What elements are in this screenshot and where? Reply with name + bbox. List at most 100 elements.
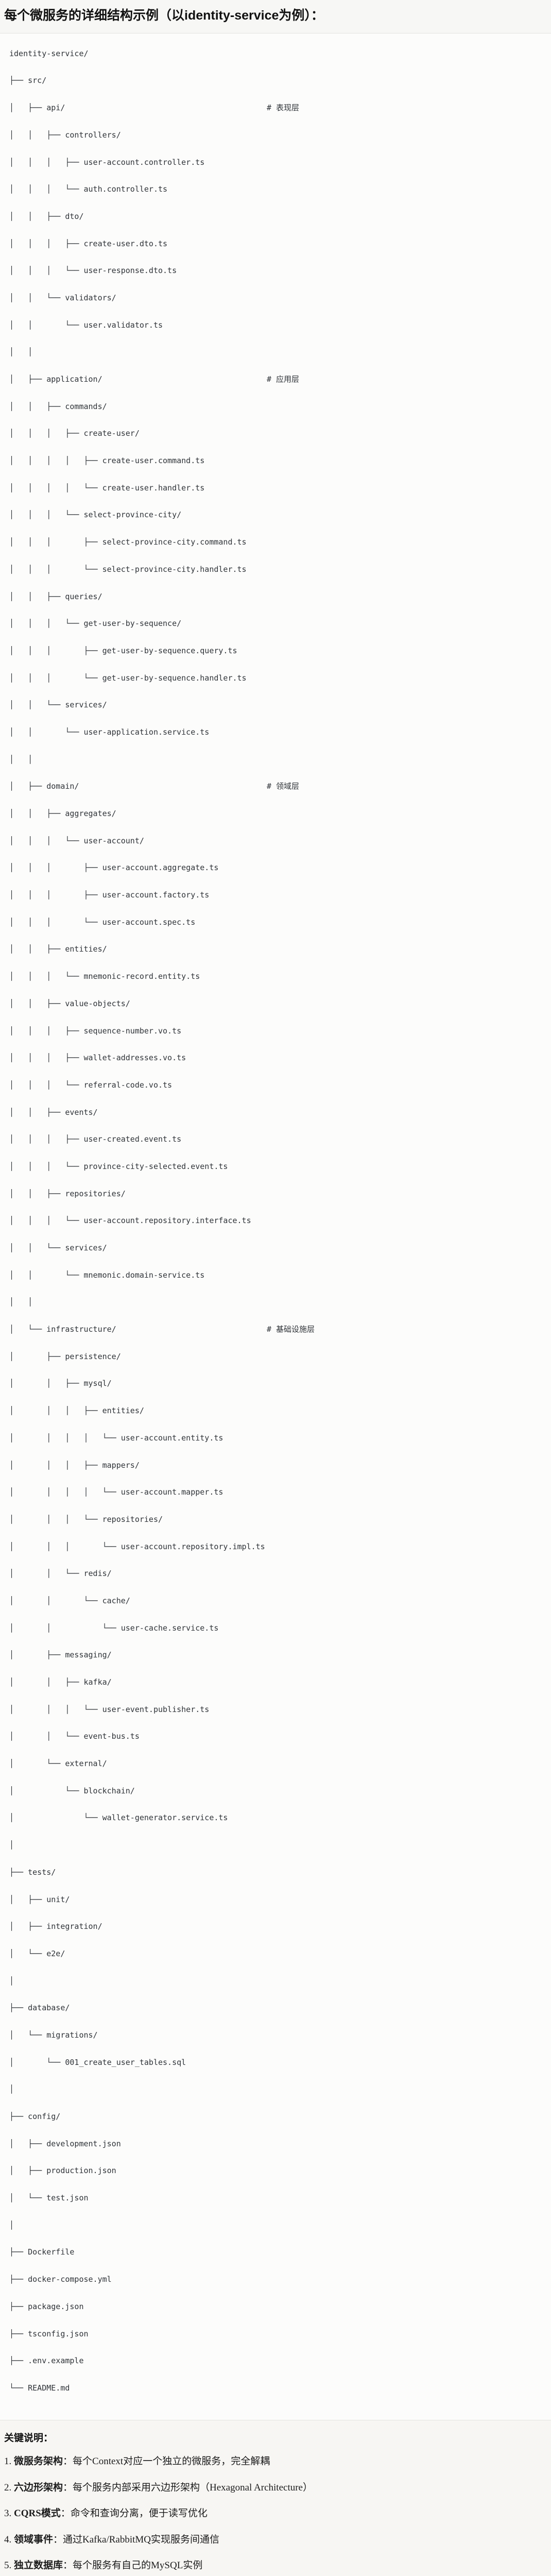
tree-row-path: │ │ │ ├── user-created.event.ts xyxy=(9,1134,182,1144)
tree-row: │ │ │ └── mnemonic-record.entity.ts xyxy=(9,970,546,983)
tree-row-comment: # 基础设施层 xyxy=(267,1325,315,1334)
tree-row: │ │ │ ├── user-account.factory.ts xyxy=(9,888,546,902)
tree-row: ├── config/ xyxy=(9,2110,546,2123)
tree-row-path: └── README.md xyxy=(9,2383,70,2393)
tree-row-path: │ ├── production.json xyxy=(9,2166,116,2176)
tree-row-path: │ │ ├── dto/ xyxy=(9,211,84,221)
tree-row: │ │ └── validators/ xyxy=(9,291,546,304)
tree-row: │ │ │ ├── sequence-number.vo.ts xyxy=(9,1024,546,1038)
tree-row-path: │ └── test.json xyxy=(9,2193,89,2203)
key-note-separator: ： xyxy=(60,2508,71,2519)
tree-row-path: │ │ └── cache/ xyxy=(9,1596,130,1605)
tree-row-path: │ └── e2e/ xyxy=(9,1948,65,1958)
tree-row-path: │ └── 001_create_user_tables.sql xyxy=(9,2057,186,2067)
tree-row-comment: # 领域层 xyxy=(267,782,300,791)
key-notes-title: 关键说明： xyxy=(4,2432,54,2444)
tree-row-path: │ │ │ │ └── user-account.mapper.ts xyxy=(9,1487,223,1497)
tree-row-path: │ │ ├── value-objects/ xyxy=(9,998,130,1008)
tree-row-path: │ │ │ └── repositories/ xyxy=(9,1514,163,1524)
tree-row-path: │ │ ├── commands/ xyxy=(9,401,107,411)
tree-row: │ └── test.json xyxy=(9,2191,546,2205)
tree-row-path: │ │ │ └── user-account.spec.ts xyxy=(9,917,196,927)
tree-row: │ ├── production.json xyxy=(9,2164,546,2177)
tree-row: │ ├── integration/ xyxy=(9,1920,546,1933)
tree-row: │ ├── development.json xyxy=(9,2137,546,2150)
tree-row: │ │ └── user.validator.ts xyxy=(9,318,546,332)
tree-row: │ │ ├── value-objects/ xyxy=(9,997,546,1010)
tree-row-path: │ └── blockchain/ xyxy=(9,1786,135,1795)
tree-row-path: │ └── infrastructure/ xyxy=(9,1325,116,1334)
tree-row-path: │ xyxy=(9,2220,14,2230)
tree-row: ├── Dockerfile xyxy=(9,2245,546,2259)
tree-row-path: │ │ │ ├── select-province-city.command.t… xyxy=(9,537,247,547)
tree-row-comment: # 表现层 xyxy=(267,103,300,113)
tree-row: │ │ │ └── user-event.publisher.ts xyxy=(9,1703,546,1716)
tree-row-path: │ │ │ ├── sequence-number.vo.ts xyxy=(9,1026,182,1036)
tree-row: │ ├── domain/ # 领域层 xyxy=(9,779,546,793)
tree-row: │ │ ├── repositories/ xyxy=(9,1187,546,1200)
key-note-separator: ： xyxy=(63,2482,73,2493)
key-note-number: 1. xyxy=(4,2456,14,2467)
tree-row-path: │ ├── unit/ xyxy=(9,1894,70,1904)
tree-row: │ │ │ ├── select-province-city.command.t… xyxy=(9,535,546,549)
key-note-number: 5. xyxy=(4,2560,14,2571)
tree-row: │ │ ├── kafka/ xyxy=(9,1675,546,1689)
tree-row: │ │ │ └── referral-code.vo.ts xyxy=(9,1078,546,1092)
tree-row: │ │ xyxy=(9,753,546,766)
tree-row-path: │ │ │ │ ├── create-user.command.ts xyxy=(9,456,205,466)
tree-row-path: │ │ ├── aggregates/ xyxy=(9,809,116,818)
tree-row: │ └── infrastructure/ # 基础设施层 xyxy=(9,1323,546,1336)
key-note-number: 4. xyxy=(4,2534,14,2545)
tree-row-path: ├── config/ xyxy=(9,2112,61,2121)
tree-row: │ │ │ └── select-province-city.handler.t… xyxy=(9,563,546,576)
tree-row: │ │ xyxy=(9,1295,546,1309)
tree-row: │ └── 001_create_user_tables.sql xyxy=(9,2056,546,2069)
tree-row: ├── tests/ xyxy=(9,1866,546,1879)
tree-row-path: │ │ │ └── auth.controller.ts xyxy=(9,184,168,194)
tree-row-path: │ │ │ │ └── create-user.handler.ts xyxy=(9,483,205,493)
tree-row-path: │ │ └── user-cache.service.ts xyxy=(9,1623,219,1633)
tree-row: │ xyxy=(9,2082,546,2096)
tree-row-path: │ │ │ └── user-event.publisher.ts xyxy=(9,1704,210,1714)
key-note-term: 六边形架构 xyxy=(14,2482,63,2493)
tree-row-path: │ │ │ └── user-account.repository.interf… xyxy=(9,1216,251,1226)
tree-row-path: │ ├── persistence/ xyxy=(9,1351,121,1361)
tree-row-path: │ │ └── mnemonic.domain-service.ts xyxy=(9,1270,205,1280)
tree-row-path: ├── src/ xyxy=(9,76,47,86)
tree-row-path: │ │ └── services/ xyxy=(9,1243,107,1252)
tree-row-path: ├── .env.example xyxy=(9,2356,84,2366)
key-note-body: 每个服务有自己的MySQL实例 xyxy=(73,2560,203,2571)
key-note-separator: ： xyxy=(53,2534,63,2545)
key-note-body: 每个Context对应一个独立的微服务，完全解耦 xyxy=(73,2456,270,2467)
tree-row: │ │ │ ├── get-user-by-sequence.query.ts xyxy=(9,644,546,657)
tree-row-path: │ │ │ └── user-response.dto.ts xyxy=(9,266,177,276)
tree-row: │ │ │ ├── wallet-addresses.vo.ts xyxy=(9,1051,546,1064)
tree-row: │ ├── unit/ xyxy=(9,1893,546,1906)
tree-row-path: │ │ └── redis/ xyxy=(9,1569,112,1579)
tree-row: │ │ xyxy=(9,345,546,359)
tree-row-path: │ │ └── validators/ xyxy=(9,293,116,302)
tree-row: ├── docker-compose.yml xyxy=(9,2273,546,2286)
tree-row-path: │ │ └── user-application.service.ts xyxy=(9,727,210,737)
tree-row-path: │ │ │ └── get-user-by-sequence.handler.t… xyxy=(9,673,247,683)
tree-row-path: │ │ └── event-bus.ts xyxy=(9,1732,140,1741)
tree-row-path: │ │ ├── entities/ xyxy=(9,944,107,954)
key-note-term: 独立数据库 xyxy=(14,2560,63,2571)
tree-row-path: │ xyxy=(9,2084,14,2094)
tree-row-path: │ │ │ ├── mappers/ xyxy=(9,1460,140,1470)
tree-row: │ └── external/ xyxy=(9,1757,546,1770)
key-note-body: 每个服务内部采用六边形架构（Hexagonal Architecture） xyxy=(73,2482,313,2493)
tree-row-path: │ │ └── services/ xyxy=(9,700,107,710)
tree-row-path: │ │ │ ├── entities/ xyxy=(9,1406,144,1416)
tree-row-path: │ │ ├── repositories/ xyxy=(9,1189,126,1198)
tree-row: │ │ │ └── repositories/ xyxy=(9,1513,546,1526)
tree-row-path: │ │ xyxy=(9,1297,33,1307)
key-note-item: 4. 领域事件：通过Kafka/RabbitMQ实现服务间通信 xyxy=(4,2533,545,2548)
tree-row-path: │ ├── application/ xyxy=(9,375,102,384)
tree-row: └── README.md xyxy=(9,2381,546,2395)
tree-row-path: │ │ ├── queries/ xyxy=(9,591,102,601)
tree-row-path: │ ├── domain/ xyxy=(9,782,79,791)
page-title: 每个微服务的详细结构示例（以identity-service为例）： xyxy=(0,0,551,33)
key-note-item: 1. 微服务架构：每个Context对应一个独立的微服务，完全解耦 xyxy=(4,2454,545,2469)
tree-row: │ xyxy=(9,1838,546,1852)
